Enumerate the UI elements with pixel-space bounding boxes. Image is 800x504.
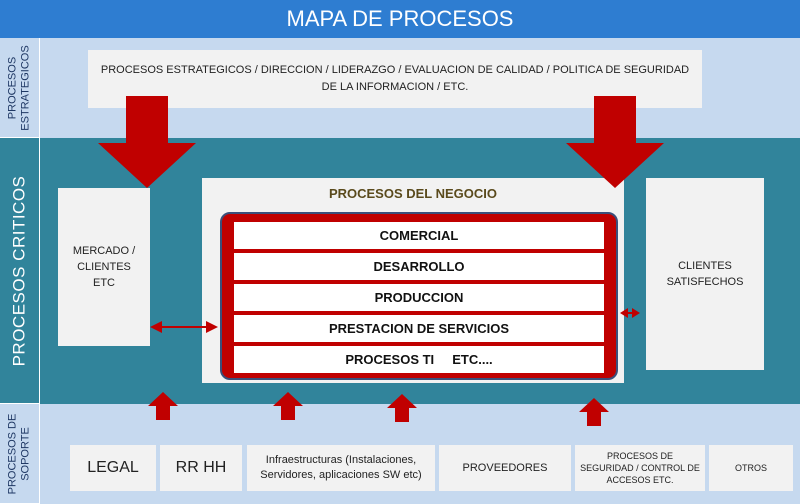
mercado-text: MERCADO / CLIENTES ETC [72, 245, 136, 289]
strategic-processes-box: PROCESOS ESTRATEGICOS / DIRECCION / LIDE… [88, 50, 702, 108]
support-rrhh-text: RR HH [175, 459, 227, 476]
support-box-legal: LEGAL [70, 445, 156, 491]
side-label-estrategicos-line1: PROCESOS [6, 56, 19, 119]
process-row-desarrollo: DESARROLLO [234, 253, 604, 280]
support-box-rrhh: RR HH [160, 445, 242, 491]
support-otros-text: OTROS [734, 463, 767, 473]
process-row-comercial: COMERCIAL [234, 222, 604, 249]
support-box-infraestructuras: Infraestructuras (Instalaciones, Servido… [247, 445, 435, 491]
side-label-soporte-line2: SOPORTE [19, 426, 32, 481]
support-seguridad-text: PROCESOS DE SEGURIDAD / CONTROL DE ACCES… [580, 451, 700, 485]
clientes-satisfechos-text: CLIENTES SATISFECHOS [666, 260, 744, 288]
side-label-estrategicos: PROCESOS ESTRATEGICOS [0, 38, 40, 138]
page-title: MAPA DE PROCESOS [0, 0, 800, 38]
support-infraestructuras-text: Infraestructuras (Instalaciones, Servido… [260, 454, 422, 481]
side-label-soporte-line1: PROCESOS DE [6, 413, 19, 494]
side-label-criticos-text: PROCESOS CRITICOS [9, 175, 29, 366]
clientes-satisfechos-box: CLIENTES SATISFECHOS [646, 178, 764, 370]
support-proveedores-text: PROVEEDORES [462, 462, 548, 474]
support-box-proveedores: PROVEEDORES [439, 445, 571, 491]
support-legal-text: LEGAL [87, 459, 139, 476]
support-box-seguridad: PROCESOS DE SEGURIDAD / CONTROL DE ACCES… [575, 445, 705, 491]
process-row-ti: PROCESOS TI ETC.... [234, 346, 604, 373]
side-label-estrategicos-line2: ESTRATEGICOS [19, 44, 32, 131]
side-label-criticos: PROCESOS CRITICOS [0, 138, 40, 404]
process-row-prestacion: PRESTACION DE SERVICIOS [234, 315, 604, 342]
strategic-processes-text: PROCESOS ESTRATEGICOS / DIRECCION / LIDE… [100, 64, 690, 93]
side-label-soporte: PROCESOS DE SOPORTE [0, 404, 40, 504]
process-row-produccion: PRODUCCION [234, 284, 604, 311]
procesos-negocio-title: PROCESOS DEL NEGOCIO [328, 185, 498, 201]
page-title-text: MAPA DE PROCESOS [286, 6, 514, 31]
support-box-otros: OTROS [709, 445, 793, 491]
side-label-soporte-text: PROCESOS DE SOPORTE [7, 413, 33, 494]
side-label-estrategicos-text: PROCESOS ESTRATEGICOS [7, 45, 33, 130]
mercado-box: MERCADO / CLIENTES ETC [58, 188, 150, 346]
